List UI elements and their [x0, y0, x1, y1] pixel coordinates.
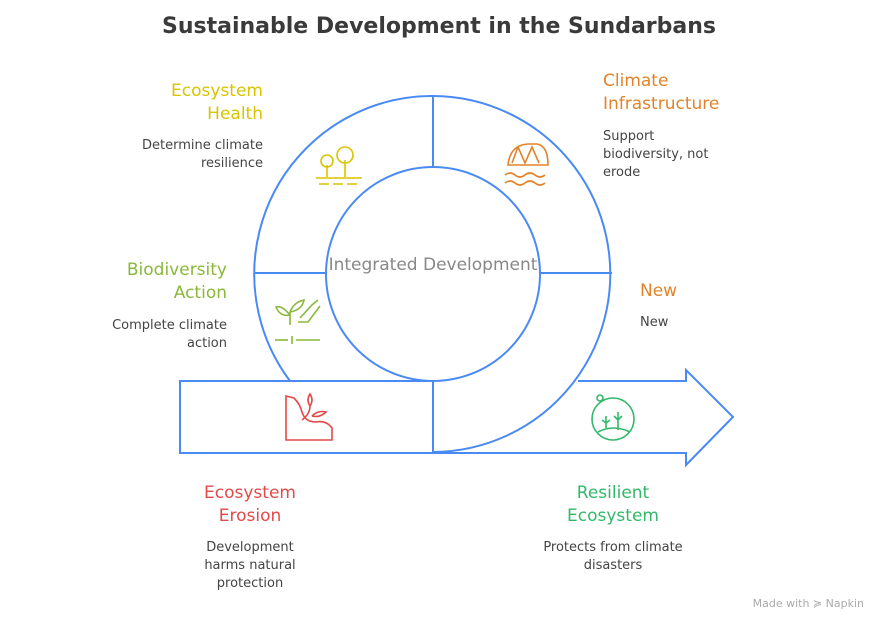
ecosystem-erosion-heading: Ecosystem Erosion — [204, 483, 296, 526]
arrow — [433, 367, 735, 468]
climate-infrastructure-description: Support biodiversity, not erode — [603, 129, 709, 180]
resilient-ecosystem-heading: Resilient Ecosystem — [567, 483, 659, 526]
biodiversity-action-description: Complete climate action — [112, 318, 227, 351]
ecosystem-erosion-description: Development harms natural protection — [204, 540, 296, 591]
center-label: Integrated Development — [328, 255, 538, 275]
napkin-watermark: Made with ≽ Napkin — [752, 597, 864, 610]
ecosystem-health-description: Determine climate resilience — [142, 138, 263, 171]
sprout-icon — [274, 298, 321, 344]
ecosystem-health-heading: Ecosystem Health — [171, 81, 263, 124]
biodiversity-action-heading: Biodiversity Action — [126, 260, 227, 303]
outer-arc — [253, 95, 612, 453]
resilient-ecosystem-description: Protects from climate disasters — [543, 540, 683, 573]
new-heading: New — [640, 281, 678, 301]
new-description: New — [640, 315, 669, 330]
bridge-icon — [504, 143, 549, 186]
ecosystem-globe-icon — [591, 394, 635, 441]
erosion-box — [179, 380, 434, 454]
eroding-soil-icon — [285, 392, 333, 441]
climate-infrastructure-heading: Climate Infrastructure — [603, 71, 720, 114]
diagram-title: Sustainable Development in the Sundarban… — [162, 14, 716, 39]
trees-icon — [316, 146, 362, 185]
